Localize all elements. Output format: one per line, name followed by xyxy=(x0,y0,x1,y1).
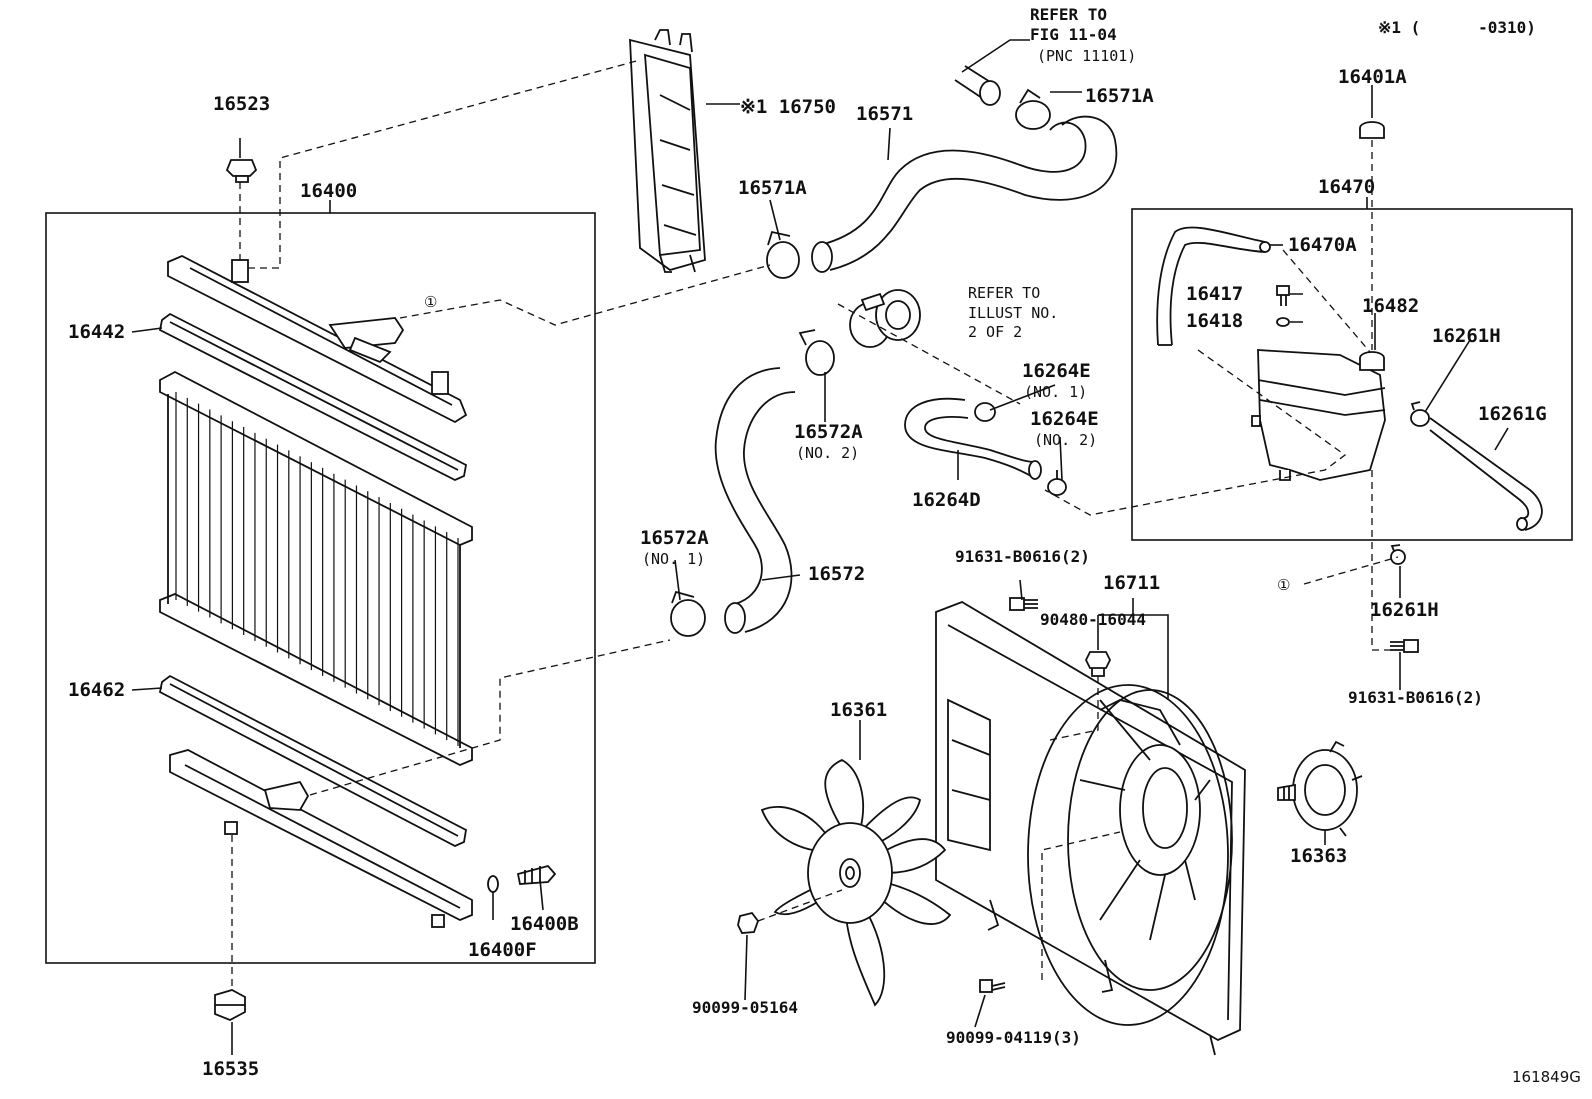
label-16417: 16417 xyxy=(1186,283,1243,305)
label-16264e-2: 16264E xyxy=(1030,408,1099,430)
refer-fig-line2: FIG 11-04 xyxy=(1030,25,1117,44)
label-16572a-2-sub: (NO. 2) xyxy=(796,444,859,462)
header-note: ※1 ( -0310) xyxy=(1378,18,1536,37)
shroud-bolt-right xyxy=(1390,639,1419,653)
water-outlet-housing xyxy=(849,289,921,348)
radiator-outlet-hose xyxy=(714,367,796,634)
hose-clamp-no1 xyxy=(670,590,706,637)
drain-oring xyxy=(487,875,499,893)
label-16572a-1: 16572A xyxy=(640,527,709,549)
radiator-assembly-frame xyxy=(45,212,596,964)
leader-lines xyxy=(131,85,1509,1055)
label-16264e-1-sub: (NO. 1) xyxy=(1024,383,1087,401)
label-16462: 16462 xyxy=(68,679,125,701)
hose-clamp-no2 xyxy=(798,329,835,376)
label-16400f: 16400F xyxy=(468,939,537,961)
label-16264e-2-sub: (NO. 2) xyxy=(1034,431,1097,449)
label-16400: 16400 xyxy=(300,180,357,202)
bypass-hose-clamp-no1 xyxy=(974,402,996,422)
fan-motor-nut xyxy=(1084,651,1112,677)
circle-marker-radiator: ① xyxy=(424,293,437,311)
label-16261h-bottom: 16261H xyxy=(1370,599,1439,621)
label-16470a: 16470A xyxy=(1288,234,1357,256)
circle-marker-hose: ① xyxy=(1277,576,1290,594)
upper-gasket xyxy=(158,312,468,481)
fan-shroud xyxy=(935,601,1246,1056)
shroud-bolt-left xyxy=(1009,597,1038,611)
label-16401a: 16401A xyxy=(1338,66,1407,88)
refer-illust-line2: ILLUST NO. xyxy=(968,304,1058,322)
footer-code: 161849G xyxy=(1512,1068,1581,1086)
label-16264d: 16264D xyxy=(912,489,981,511)
label-16264e-1: 16264E xyxy=(1022,360,1091,382)
overflow-hose xyxy=(1429,417,1543,531)
overflow-hose-clamp-top xyxy=(1410,401,1430,427)
label-16261g: 16261G xyxy=(1478,403,1547,425)
label-16523: 16523 xyxy=(213,93,270,115)
refer-illust-line3: 2 OF 2 xyxy=(968,323,1022,341)
radiator-support-cushion-top xyxy=(225,159,258,183)
label-16470: 16470 xyxy=(1318,176,1375,198)
reserve-tank-cap xyxy=(1359,121,1385,139)
engine-outlet-pipe xyxy=(954,39,1030,106)
label-16400b: 16400B xyxy=(510,913,579,935)
label-16571: 16571 xyxy=(856,103,913,125)
reserve-tank-hose xyxy=(1156,226,1271,346)
label-16482: 16482 xyxy=(1362,295,1419,317)
label-16261h-top: 16261H xyxy=(1432,325,1501,347)
radiator-upper-tank xyxy=(167,255,468,424)
radiator-support-cushion-bottom xyxy=(214,989,246,1021)
bypass-hose-clamp-no2 xyxy=(1047,470,1067,496)
radiator-core xyxy=(159,370,473,766)
label-16711: 16711 xyxy=(1103,572,1160,594)
reserve-tank-bolt xyxy=(1276,285,1290,306)
radiator-lower-tank xyxy=(169,749,473,928)
label-16418: 16418 xyxy=(1186,310,1243,332)
label-91631-right: 91631-B0616(2) xyxy=(1348,688,1483,707)
label-16572: 16572 xyxy=(808,563,865,585)
label-16750: ※1 16750 xyxy=(740,96,836,118)
fan-nut xyxy=(737,911,760,934)
label-16361: 16361 xyxy=(830,699,887,721)
refer-fig-line1: REFER TO xyxy=(1030,5,1107,24)
drain-cock xyxy=(516,864,557,885)
label-16363: 16363 xyxy=(1290,845,1347,867)
refer-illust-line1: REFER TO xyxy=(968,284,1040,302)
refer-fig-line3: (PNC 11101) xyxy=(1037,47,1136,65)
label-91631-left: 91631-B0616(2) xyxy=(955,547,1090,566)
label-16572a-1-sub: (NO. 1) xyxy=(642,550,705,568)
bypass-hose xyxy=(904,397,1042,480)
shroud-screw xyxy=(979,979,1006,993)
lower-gasket xyxy=(158,674,467,847)
label-16571a-top: 16571A xyxy=(1085,85,1154,107)
label-16572a-2: 16572A xyxy=(794,421,863,443)
overflow-hose-clamp-bottom xyxy=(1390,544,1406,565)
fan-motor xyxy=(1277,740,1363,837)
reserve-tank xyxy=(1251,349,1386,481)
reserve-tank-washer xyxy=(1276,317,1290,327)
label-90480: 90480-16044 xyxy=(1040,610,1146,629)
radiator-air-guide xyxy=(629,29,706,273)
label-16442: 16442 xyxy=(68,321,125,343)
radiator-inlet-hose xyxy=(811,115,1118,273)
cooling-fan xyxy=(760,758,952,1007)
label-16571a-left: 16571A xyxy=(738,177,807,199)
hose-clamp-upper-left xyxy=(766,230,800,279)
hose-clamp-upper-right xyxy=(1015,88,1051,130)
label-90099-04119: 90099-04119(3) xyxy=(946,1028,1081,1047)
label-90099-05164: 90099-05164 xyxy=(692,998,798,1017)
label-16535: 16535 xyxy=(202,1058,259,1080)
reserve-tank-frame xyxy=(1131,208,1573,541)
dashed-guides xyxy=(231,59,1399,990)
